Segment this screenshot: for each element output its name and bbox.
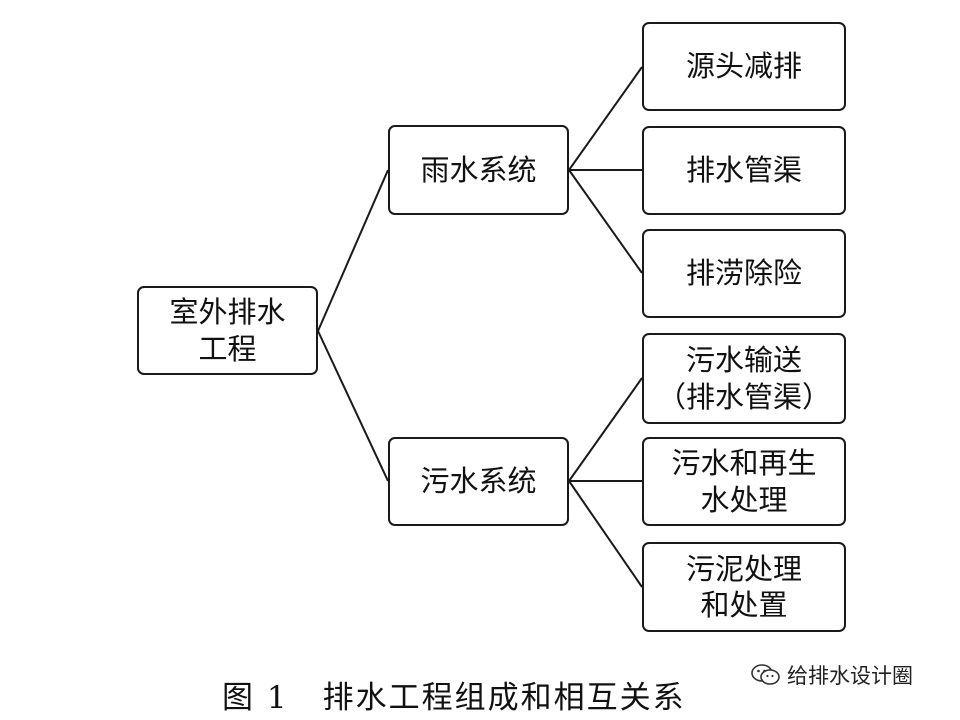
sewage-treatment-line-1: 污水和再生: [671, 446, 817, 481]
connector-rain-l1: [568, 66, 643, 171]
source-reduction-label: 源头减排: [685, 49, 802, 84]
source-reduction-node: 源头减排: [642, 22, 846, 111]
root-node-line-2: 工程: [198, 331, 257, 366]
rainwater-system-label: 雨水系统: [420, 152, 537, 187]
figure-caption: 图 1 排水工程组成和相互关系: [222, 672, 686, 717]
sewage-system-node: 污水系统: [388, 437, 569, 526]
flood-control-label: 排涝除险: [685, 256, 802, 291]
rainwater-system-node: 雨水系统: [388, 125, 569, 215]
figure-number: 图 1: [222, 680, 289, 716]
sludge-treatment-line-1: 污泥处理: [685, 551, 802, 586]
root-node: 室外排水 工程: [137, 286, 318, 375]
connector-root-sewage: [317, 330, 389, 482]
sewage-system-label: 污水系统: [420, 464, 537, 499]
drainage-pipes-node: 排水管渠: [642, 126, 846, 215]
root-node-line-1: 室外排水: [169, 295, 286, 330]
sludge-treatment-node: 污泥处理 和处置: [642, 542, 846, 632]
drainage-pipes-label: 排水管渠: [685, 153, 802, 188]
connector-sewage-l4: [568, 377, 643, 482]
wechat-icon: [751, 663, 781, 687]
connector-rain-l3: [568, 169, 643, 274]
figure-title: 排水工程组成和相互关系: [322, 680, 686, 716]
flood-control-node: 排涝除险: [642, 229, 846, 318]
connector-sewage-l6: [568, 480, 643, 588]
sewage-conveyance-line-2: （排水管渠）: [656, 379, 831, 414]
watermark: 给排水设计圈: [751, 660, 913, 690]
sewage-treatment-node: 污水和再生 水处理: [642, 437, 846, 526]
watermark-text: 给排水设计圈: [787, 664, 913, 688]
sewage-conveyance-node: 污水输送 （排水管渠）: [642, 333, 846, 424]
sludge-treatment-line-2: 和处置: [700, 588, 788, 622]
sewage-treatment-line-2: 水处理: [700, 482, 788, 517]
sewage-conveyance-line-1: 污水输送: [685, 343, 802, 378]
connector-root-rain: [317, 169, 389, 332]
